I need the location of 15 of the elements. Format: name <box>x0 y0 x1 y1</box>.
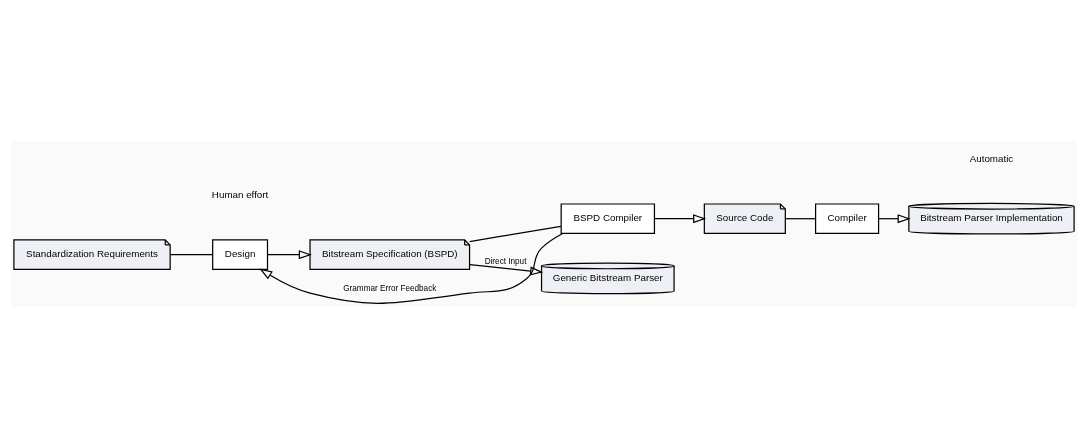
connector <box>169 253 214 255</box>
edge-label: Grammar Error Feedback <box>343 283 437 293</box>
label: Automatic <box>969 152 1014 164</box>
arrow <box>267 249 312 259</box>
edge-label: Direct Input <box>484 256 527 266</box>
node-box: Compiler <box>814 202 880 234</box>
node-box: Design <box>212 238 269 270</box>
arrow <box>469 263 544 276</box>
connector <box>469 225 562 242</box>
arrow <box>259 232 564 304</box>
node-box: BSPD Compiler <box>560 202 656 234</box>
arrow <box>653 213 707 223</box>
label: Human effort <box>211 188 269 200</box>
connector <box>784 217 817 219</box>
arrow <box>878 213 911 223</box>
